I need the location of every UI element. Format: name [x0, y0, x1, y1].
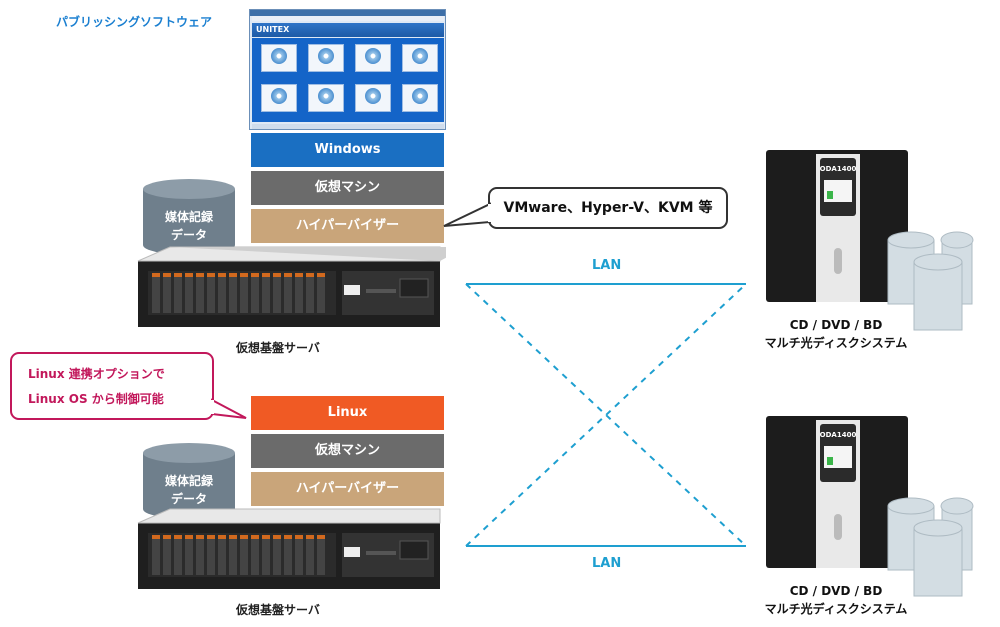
lan-cross-line-1	[465, 283, 747, 547]
media-data-label-line2: データ	[170, 228, 207, 242]
publishing-software-window: UNITEX	[249, 9, 446, 130]
lan-label-bottom: LAN	[592, 556, 622, 571]
device-model-text: ODA1400	[820, 165, 857, 173]
linux-option-callout: Linux 連携オプションで Linux OS から制御可能	[10, 352, 214, 420]
hypervisor-note-callout: VMware、Hyper-V、KVM 等	[488, 187, 728, 229]
device-label-line1: CD / DVD / BD	[789, 584, 883, 598]
app-statusbar	[252, 124, 444, 129]
device-label-line2: マルチ光ディスクシステム	[764, 602, 908, 616]
app-function-tile	[355, 44, 391, 72]
disc-icon	[271, 48, 287, 64]
disc-icon	[412, 88, 428, 104]
app-function-tile	[402, 44, 438, 72]
device-model-text: ODA1400	[820, 431, 857, 439]
media-data-database-icon	[143, 179, 235, 255]
app-workspace	[252, 38, 444, 122]
virtualization-server-label: 仮想基盤サーバ	[236, 603, 320, 617]
media-data-label-line1: 媒体記録	[164, 474, 213, 488]
publishing-software-label: パブリッシングソフトウェア	[56, 15, 213, 29]
device-label-line1: CD / DVD / BD	[789, 318, 883, 332]
disc-icon	[271, 88, 287, 104]
windows-layer: Windows	[251, 133, 444, 167]
app-function-tile	[355, 84, 391, 112]
app-function-tile	[261, 84, 297, 112]
disc-icon	[318, 88, 334, 104]
optical-disc-system-icon: ODA1400	[766, 150, 974, 331]
virtual-machine-layer: 仮想マシン	[251, 434, 444, 468]
disc-icon	[412, 48, 428, 64]
virtualization-server-label: 仮想基盤サーバ	[236, 341, 320, 355]
disc-icon	[365, 88, 381, 104]
hypervisor-layer: ハイパーバイザー	[251, 472, 444, 506]
media-data-label-line2: データ	[170, 492, 207, 506]
app-menubar	[252, 16, 444, 21]
app-brand: UNITEX	[252, 23, 444, 37]
app-function-tile	[261, 44, 297, 72]
lan-cross-line-2	[465, 283, 747, 547]
app-function-tile	[402, 84, 438, 112]
app-titlebar	[250, 10, 445, 16]
device-label-line2: マルチ光ディスクシステム	[764, 336, 908, 350]
optical-disc-system-icon: ODA1400	[766, 416, 974, 597]
lan-label-top: LAN	[592, 258, 622, 273]
rack-server-icon	[137, 246, 446, 327]
hypervisor-layer: ハイパーバイザー	[251, 209, 444, 243]
callout-pointer	[210, 398, 247, 419]
media-data-label-line1: 媒体記録	[164, 210, 213, 224]
rack-server-icon	[137, 508, 441, 589]
app-function-tile	[308, 44, 344, 72]
disc-icon	[365, 48, 381, 64]
linux-layer: Linux	[251, 396, 444, 430]
linux-note-line2: Linux OS から制御可能	[28, 392, 164, 406]
disc-icon	[318, 48, 334, 64]
virtual-machine-layer: 仮想マシン	[251, 171, 444, 205]
callout-pointer	[443, 202, 492, 227]
media-data-database-icon	[143, 443, 235, 519]
linux-note-line1: Linux 連携オプションで	[28, 367, 165, 381]
app-function-tile	[308, 84, 344, 112]
